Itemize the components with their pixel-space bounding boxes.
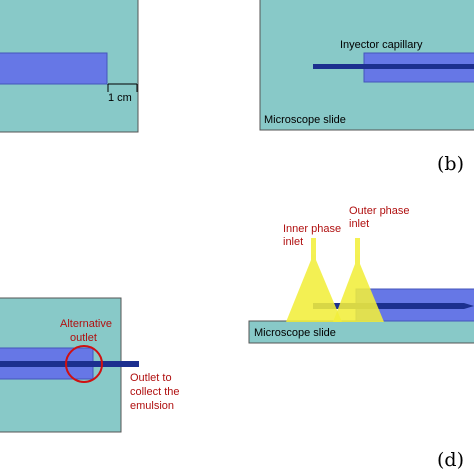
panel-b: Inyector capillary Microscope slide (b) (259, 0, 474, 175)
panel-b-injector (313, 64, 474, 69)
panel-a: 1 cm (0, 0, 139, 133)
alt-outlet-line1: Alternative (60, 318, 112, 330)
scale-label: 1 cm (108, 92, 132, 104)
inner-phase-label-line1: Inner phase (283, 223, 341, 235)
outer-phase-label-line1: Outer phase (349, 205, 410, 217)
injector-capillary-label: Inyector capillary (340, 39, 423, 51)
panel-b-letter: (b) (437, 153, 464, 175)
panel-b-slide-label: Microscope slide (264, 114, 346, 126)
panel-a-capillary (0, 52, 108, 85)
panel-c-outlet-tube (0, 361, 139, 367)
panel-c: Alternative outlet Outlet to collect the… (0, 297, 180, 433)
alternative-outlet-circle (65, 345, 103, 383)
alt-outlet-line2: outlet (70, 332, 97, 344)
outer-phase-inlet-funnel (333, 238, 384, 322)
panel-d-injector (313, 303, 474, 309)
panel-d: Inner phase inlet Outer phase inlet Micr… (248, 205, 474, 471)
panel-d-slide-label: Microscope slide (254, 327, 336, 339)
inner-phase-label-line2: inlet (283, 236, 303, 248)
outlet-line2: collect the (130, 386, 180, 398)
outlet-line3: emulsion (130, 400, 174, 412)
inner-phase-inlet-funnel (286, 238, 342, 322)
outlet-line1: Outlet to (130, 372, 172, 384)
panel-d-letter: (d) (437, 449, 464, 471)
outer-phase-label-line2: inlet (349, 218, 369, 230)
